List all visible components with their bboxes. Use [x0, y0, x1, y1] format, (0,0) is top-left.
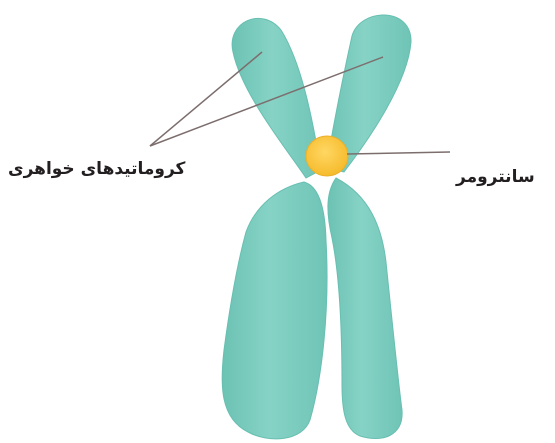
centromere: [306, 136, 348, 176]
sister-chromatids-label: کروماتیدهای خواهری: [8, 161, 185, 178]
chromatid-right-lower-arm: [328, 178, 402, 439]
centromere-leader-line: [347, 152, 450, 154]
chromosome: [222, 15, 411, 439]
centromere-label: سانترومر: [456, 169, 535, 186]
chromatid-left-lower-arm: [222, 182, 327, 439]
chromatid-leader-line-left: [150, 52, 262, 146]
